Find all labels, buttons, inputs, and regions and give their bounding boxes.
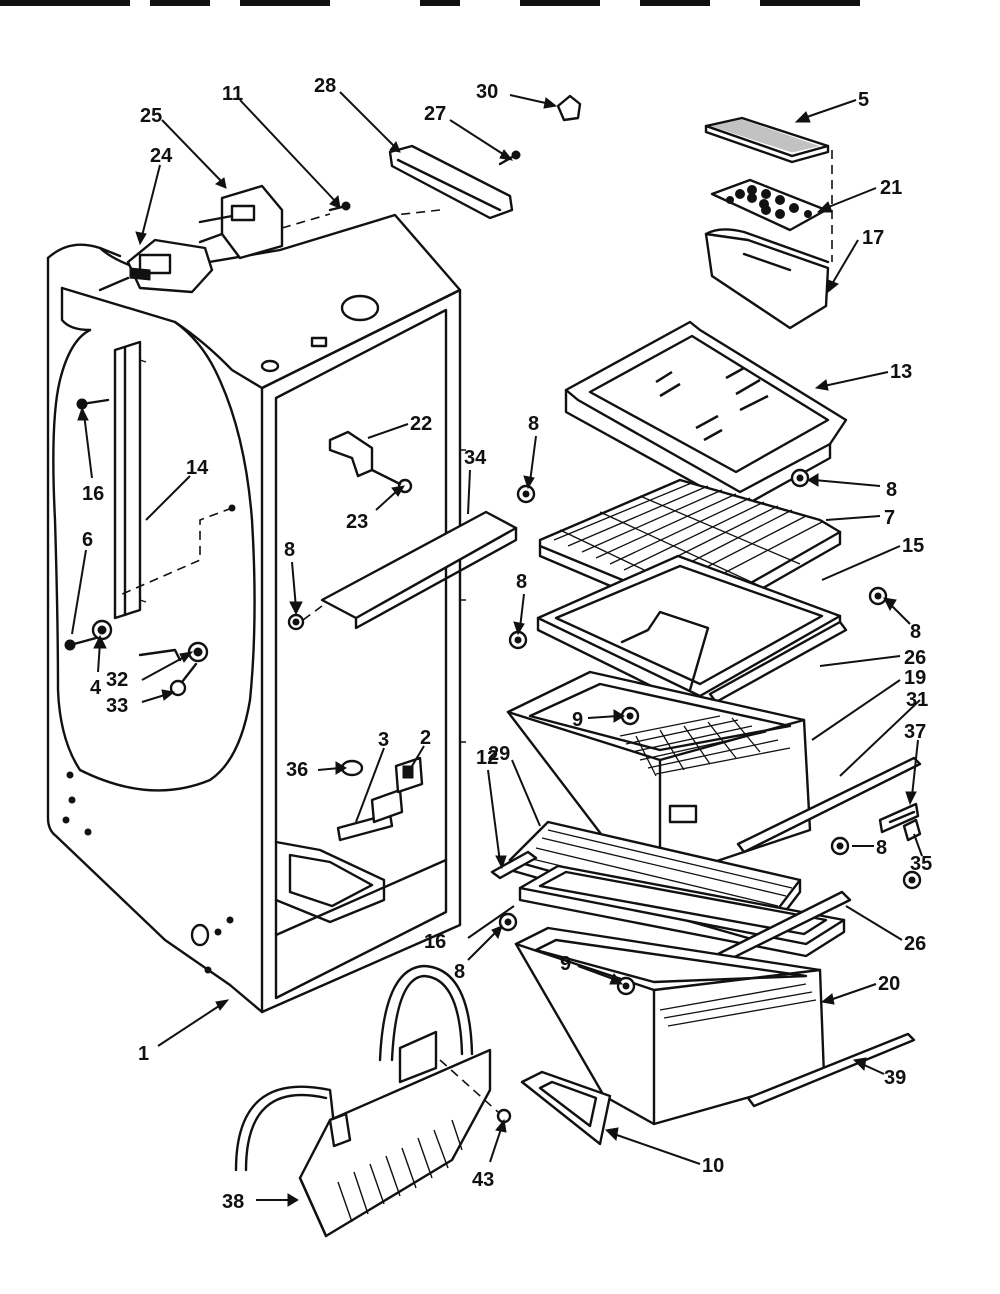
callout-3: 3 xyxy=(378,729,389,751)
callout-36: 36 xyxy=(286,759,308,781)
shelf-ladder-14 xyxy=(113,340,147,620)
callout-1: 1 xyxy=(138,1043,149,1065)
callout-labels: 1 2 3 4 5 6 7 8 8 8 8 8 8 8 9 9 10 11 12… xyxy=(82,75,932,1213)
callout-19: 19 xyxy=(904,667,926,689)
callout-17: 17 xyxy=(862,227,884,249)
callout-29: 29 xyxy=(488,743,510,765)
callout-10: 10 xyxy=(702,1155,724,1177)
frame-18 xyxy=(518,864,846,958)
callout-8-above-34: 8 xyxy=(528,413,539,435)
bracket-25 xyxy=(198,184,284,260)
callout-33: 33 xyxy=(106,695,128,717)
callout-9-upper: 9 xyxy=(572,709,583,731)
callout-18: 16 xyxy=(424,931,446,953)
bracket-2 xyxy=(370,756,424,824)
callout-8-crisper-left: 8 xyxy=(516,571,527,593)
callout-8-frame-right: 8 xyxy=(910,621,921,643)
callout-43: 43 xyxy=(472,1169,494,1191)
rail-31 xyxy=(736,756,922,854)
screw-8-shelf7 xyxy=(790,468,810,488)
dairy-cover-5 xyxy=(704,116,830,164)
callout-37: 37 xyxy=(904,721,926,743)
callout-31: 31 xyxy=(906,689,928,711)
screw-11 xyxy=(328,201,351,212)
ice-bucket-38 xyxy=(234,964,492,1238)
cabinet-liner xyxy=(46,213,466,1014)
callout-26-lower: 26 xyxy=(904,933,926,955)
screw-8-frame-right xyxy=(868,586,888,606)
callout-38: 38 xyxy=(222,1191,244,1213)
callout-11: 11 xyxy=(222,83,243,105)
callout-20: 20 xyxy=(878,973,900,995)
screw-8-frame18 xyxy=(498,912,518,932)
control-housing-24 xyxy=(98,238,214,294)
callout-21: 21 xyxy=(880,177,902,199)
callout-13: 13 xyxy=(890,361,912,383)
callout-8-shelf7: 8 xyxy=(886,479,897,501)
screw-6 xyxy=(64,636,98,651)
callout-24: 24 xyxy=(150,145,173,167)
trim-39 xyxy=(746,1032,916,1108)
label-10 xyxy=(520,1070,612,1146)
callout-27: 27 xyxy=(424,103,446,125)
callout-22: 22 xyxy=(410,413,432,435)
rail-12 xyxy=(490,850,538,880)
callout-4: 4 xyxy=(90,677,102,699)
callout-8-rail: 8 xyxy=(876,837,887,859)
callout-8-left-cover: 8 xyxy=(284,539,295,561)
screw-8-rail2 xyxy=(902,870,922,890)
callout-32: 32 xyxy=(106,669,128,691)
callout-9-lower: 9 xyxy=(560,953,571,975)
bracket-22 xyxy=(328,430,374,478)
roller-9-lower xyxy=(616,976,636,996)
callout-30: 30 xyxy=(476,81,498,103)
screw-23 xyxy=(370,468,413,494)
clip-30 xyxy=(556,94,582,122)
screw-27 xyxy=(498,150,521,166)
callout-14: 14 xyxy=(186,457,209,479)
rail-37 xyxy=(878,802,920,834)
header-strip xyxy=(0,0,1000,10)
screw-8-rail xyxy=(830,836,850,856)
callout-2: 2 xyxy=(420,727,431,749)
knob-33 xyxy=(169,662,198,697)
callout-39: 39 xyxy=(884,1067,906,1089)
callout-5: 5 xyxy=(858,89,869,111)
callout-26-upper: 26 xyxy=(904,647,926,669)
screw-8-34 xyxy=(516,484,536,504)
cover-34 xyxy=(320,510,518,630)
dairy-bin-17 xyxy=(704,150,833,330)
callout-16: 16 xyxy=(82,483,104,505)
callout-35: 35 xyxy=(910,853,932,875)
trim-28 xyxy=(388,144,514,220)
callout-28: 28 xyxy=(314,75,336,97)
callout-7: 7 xyxy=(884,507,895,529)
callout-15: 15 xyxy=(902,535,924,557)
egg-tray-21 xyxy=(710,178,828,232)
light-socket-4 xyxy=(91,619,113,641)
clip-35 xyxy=(902,818,922,842)
crisper-drawer-20 xyxy=(514,926,826,1126)
callout-6: 6 xyxy=(82,529,93,551)
callout-8-lower-left: 8 xyxy=(454,961,465,983)
callout-23: 23 xyxy=(346,511,368,533)
leader-lines xyxy=(71,91,923,1207)
callout-34: 34 xyxy=(464,447,487,469)
crisper-drawer-19 xyxy=(506,670,812,882)
callout-12: 12 xyxy=(476,747,498,769)
thermostat-32 xyxy=(138,641,209,663)
callout-25: 25 xyxy=(140,105,162,127)
